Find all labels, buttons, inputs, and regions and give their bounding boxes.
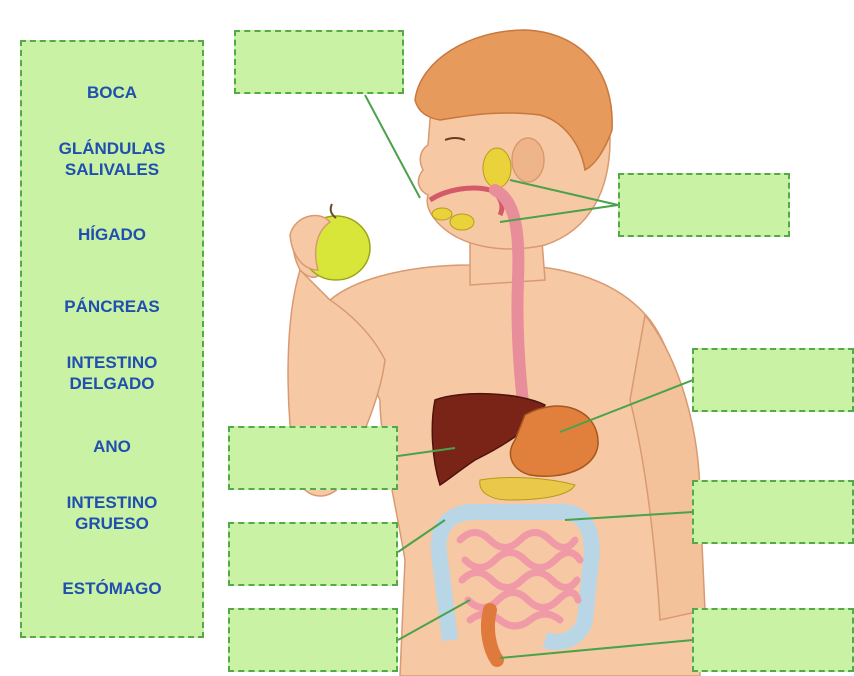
word-intestino-delgado[interactable]: INTESTINO DELGADO bbox=[22, 352, 202, 394]
word-estomago[interactable]: ESTÓMAGO bbox=[22, 578, 202, 599]
word-glandulas-salivales[interactable]: GLÁNDULAS SALIVALES bbox=[22, 138, 202, 180]
answer-box-2[interactable] bbox=[618, 173, 790, 237]
word-intestino-grueso[interactable]: INTESTINO GRUESO bbox=[22, 492, 202, 534]
word-higado[interactable]: HÍGADO bbox=[22, 224, 202, 245]
answer-box-1[interactable] bbox=[234, 30, 404, 94]
answer-box-8[interactable] bbox=[692, 608, 854, 672]
answer-box-7[interactable] bbox=[228, 608, 398, 672]
word-pancreas[interactable]: PÁNCREAS bbox=[22, 296, 202, 317]
answer-box-4[interactable] bbox=[228, 426, 398, 490]
stomach bbox=[510, 406, 598, 476]
word-bank-panel: BOCA GLÁNDULAS SALIVALES HÍGADO PÁNCREAS… bbox=[20, 40, 204, 638]
word-boca[interactable]: BOCA bbox=[22, 82, 202, 103]
word-ano[interactable]: ANO bbox=[22, 436, 202, 457]
answer-box-5[interactable] bbox=[692, 480, 854, 544]
answer-box-6[interactable] bbox=[228, 522, 398, 586]
answer-box-3[interactable] bbox=[692, 348, 854, 412]
